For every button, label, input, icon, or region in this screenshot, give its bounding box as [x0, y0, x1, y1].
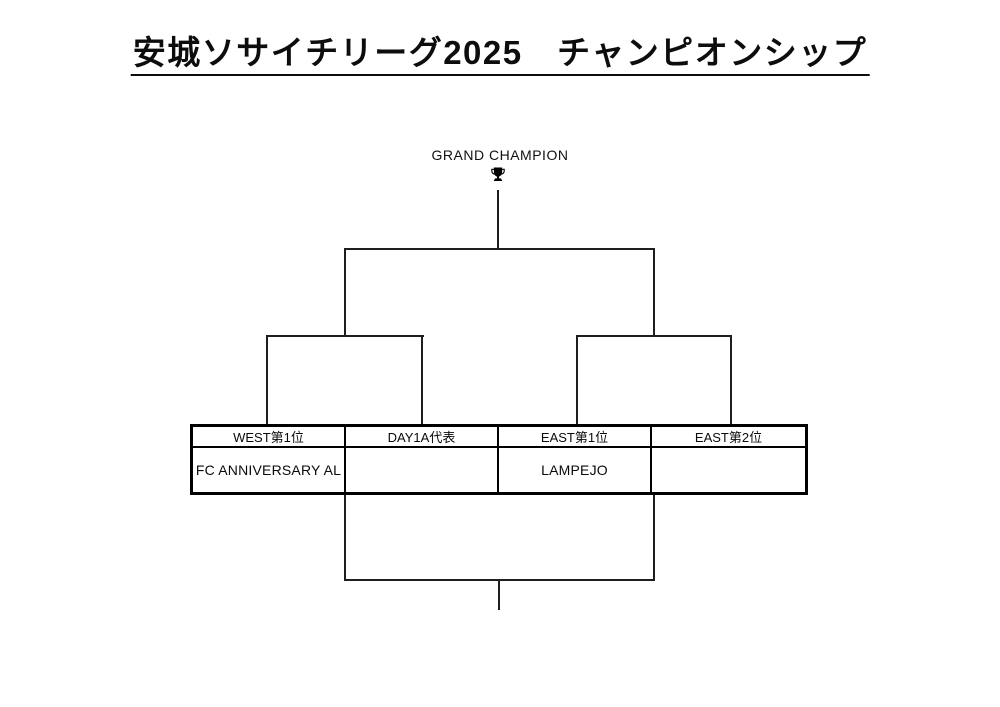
line-drop-day1a: [421, 335, 423, 424]
seed-header-day1a: DAY1A代表: [346, 427, 499, 448]
line-drop-east2: [730, 335, 732, 424]
seed-header-east2: EAST第2位: [652, 427, 805, 448]
team-cell-east1: LAMPEJO: [499, 448, 652, 492]
trophy-icon: [489, 166, 507, 184]
line-semi-east-horizontal: [576, 335, 732, 337]
page-title: 安城ソサイチリーグ2025 チャンピオンシップ: [130, 35, 870, 76]
line-final-horizontal: [344, 248, 655, 250]
team-cell-day1a: [346, 448, 499, 492]
seed-table: WEST第1位 DAY1A代表 EAST第1位 EAST第2位 FC ANNIV…: [190, 424, 808, 495]
line-third-stub: [498, 581, 500, 610]
seed-header-west1: WEST第1位: [193, 427, 346, 448]
team-cell-west1: FC ANNIVERSARY AL: [193, 448, 346, 492]
line-final-left-vertical: [344, 248, 346, 337]
line-third-horizontal: [344, 579, 655, 581]
line-semi-west-horizontal: [266, 335, 424, 337]
grand-champion-label: GRAND CHAMPION: [431, 147, 569, 163]
line-drop-west1: [266, 335, 268, 424]
line-third-left-vertical: [344, 494, 346, 581]
line-drop-east1: [576, 335, 578, 424]
line-third-right-vertical: [653, 494, 655, 581]
team-cell-east2: [652, 448, 805, 492]
line-final-right-vertical: [653, 248, 655, 337]
line-champion-stem: [497, 190, 499, 249]
seed-header-east1: EAST第1位: [499, 427, 652, 448]
